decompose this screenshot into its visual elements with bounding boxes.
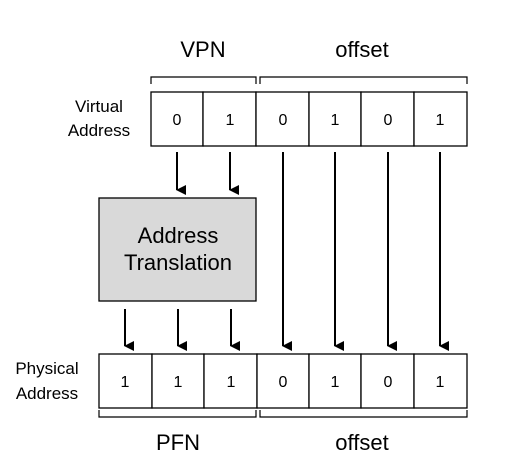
virtual-address-label-line2: Address [68, 121, 130, 140]
pfn-label: PFN [156, 430, 200, 455]
pa-bit: 1 [436, 374, 445, 391]
pa-bit: 0 [279, 374, 288, 391]
pa-bit: 1 [331, 374, 340, 391]
pa-cell [256, 353, 310, 409]
pa-bit: 1 [121, 374, 130, 391]
pa-cell [203, 353, 258, 409]
pa-bit: 0 [384, 374, 393, 391]
pa-cell [151, 353, 205, 409]
va-bit: 1 [436, 112, 445, 129]
va-bit: 1 [331, 112, 340, 129]
vpn-bracket [150, 76, 257, 84]
translation-box-line1: Address [138, 223, 219, 248]
offset-bottom-bracket [259, 410, 468, 418]
va-bit: 0 [173, 112, 182, 129]
physical-address-register: 1 1 1 0 1 0 1 [98, 353, 468, 409]
pfn-bracket [98, 410, 257, 418]
physical-address-label-line2: Address [16, 384, 78, 403]
translation-box-line2: Translation [124, 250, 232, 275]
pa-bit: 1 [227, 374, 236, 391]
va-bit: 1 [226, 112, 235, 129]
physical-address-label-line1: Physical [15, 359, 78, 378]
address-translation-box [98, 197, 257, 302]
pa-bit: 1 [174, 374, 183, 391]
va-cell [202, 91, 257, 147]
virtual-address-register: 0 1 0 1 0 1 [150, 91, 468, 147]
offset-top-bracket [259, 76, 468, 84]
pa-cell [98, 353, 153, 409]
vpn-label: VPN [180, 37, 225, 62]
va-bit: 0 [279, 112, 288, 129]
offset-top-label: offset [335, 37, 388, 62]
virtual-address-label-line1: Virtual [75, 97, 123, 116]
pa-cell [360, 353, 415, 409]
va-cell [413, 91, 468, 147]
offset-bottom-label: offset [335, 430, 388, 455]
va-bit: 0 [384, 112, 393, 129]
va-cell [150, 91, 204, 147]
pa-cell [413, 353, 468, 409]
va-cell [360, 91, 415, 147]
va-cell [255, 91, 310, 147]
